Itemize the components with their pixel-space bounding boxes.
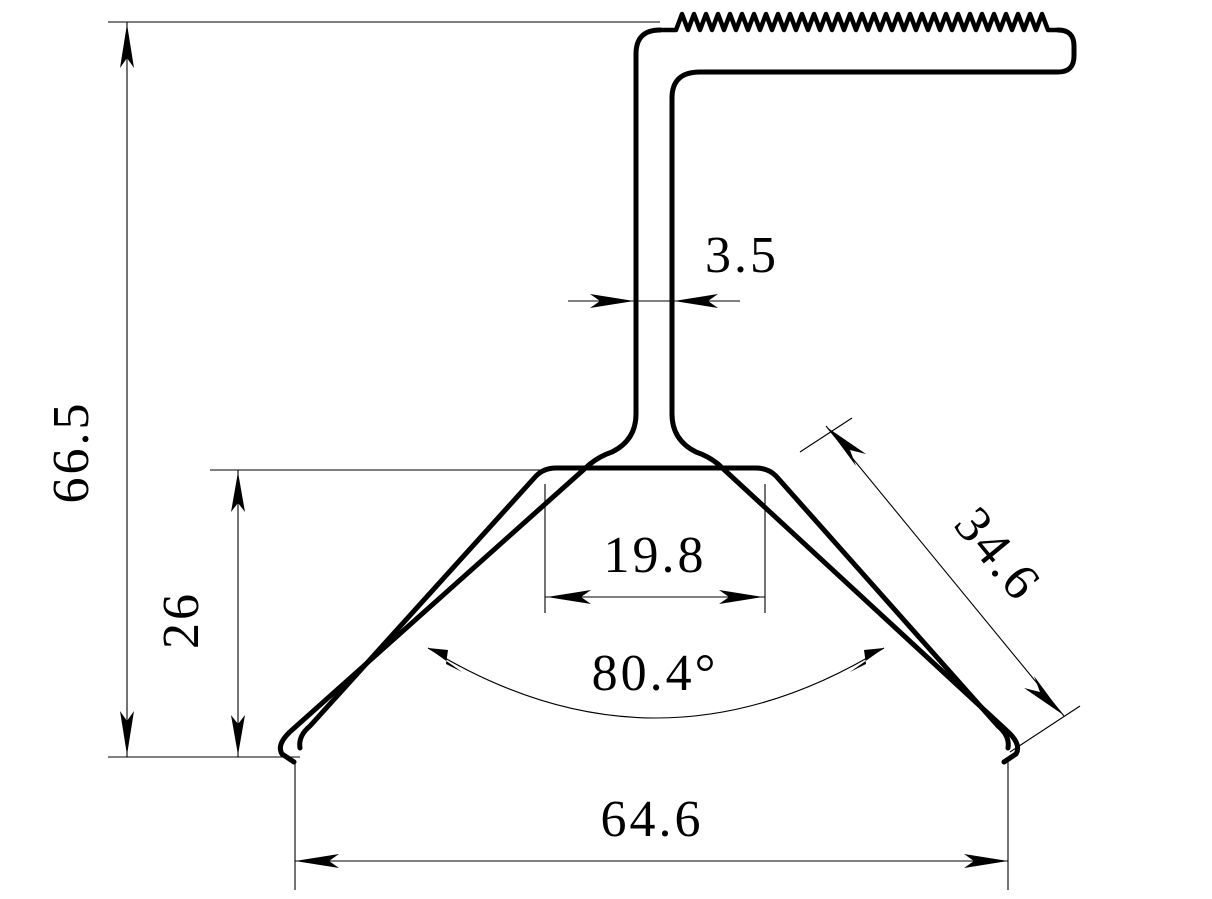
extension-lines [108,21,1081,890]
arrowhead-80-4-right [850,648,884,672]
arrowhead-80-4-left [428,648,462,672]
arrowhead-19-8-right [719,590,763,604]
dim-text-lower-height: 26 [153,591,210,649]
arrowhead-34-6-bottom [1024,676,1062,714]
upper-flange-cap [669,27,1077,765]
arrowhead-64-6-left [295,854,339,868]
angle-arc-80-4 [427,647,885,719]
arrowhead-26-bottom [231,715,245,755]
dim-text-web-thickness: 3.5 [705,227,779,284]
dim-line-34-6 [825,425,1065,717]
dim-text-wing-length: 34.6 [943,497,1052,613]
dimension-overall-height: 66.5 [43,22,134,757]
dimension-inner-width: 19.8 [545,527,765,604]
dimension-included-angle: 80.4° [427,645,885,719]
serrated-top-flange-icon [657,11,1061,33]
arrowhead-34-6-top [828,428,866,466]
dim-text-overall-height: 66.5 [43,401,100,504]
arrowhead-26-top [231,472,245,512]
dimension-web-thickness: 3.5 [568,227,779,308]
inner-cavity-contour [297,465,1011,751]
dim-text-inner-width: 19.8 [604,527,707,584]
dimension-lower-height: 26 [153,470,245,757]
arrowhead-66-5-top [120,24,134,68]
extension-line-wing-bottom [1009,705,1081,753]
arrowhead-64-6-right [964,854,1008,868]
arrowhead-3-5-left [590,294,634,308]
dim-text-included-angle: 80.4° [592,645,719,702]
profile-geometry [277,11,1077,765]
dimension-overall-width: 64.6 [295,791,1008,868]
outer-contour-left [277,27,663,765]
arrowhead-3-5-right [674,294,718,308]
dim-text-overall-width: 64.6 [601,791,704,848]
arrowhead-19-8-left [547,590,591,604]
arrowhead-66-5-bottom [120,711,134,755]
extension-line-wing-top [799,417,853,453]
